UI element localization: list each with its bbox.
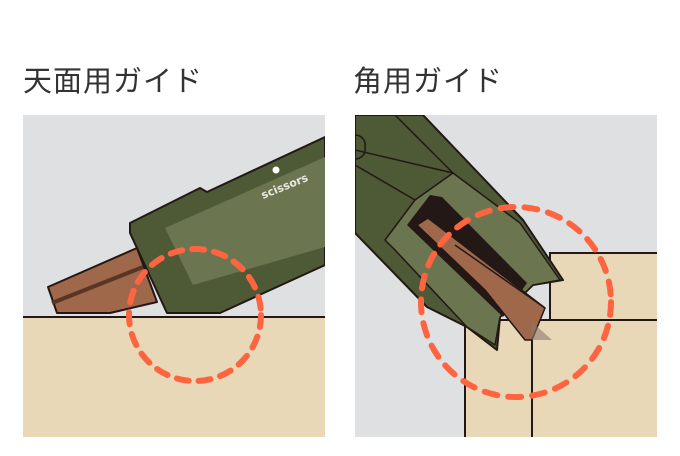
highlight-circle [126, 246, 264, 384]
blade-icon [416, 217, 552, 341]
top-surface-guide-title: 天面用ガイド [23, 64, 204, 98]
tabletop [23, 317, 325, 437]
corner-guide-illustration [355, 115, 657, 437]
scissors-body [355, 115, 564, 351]
top-surface-guide-illustration: scissors [23, 115, 325, 437]
box-corner [464, 252, 657, 437]
scissors-body: scissors [129, 136, 325, 314]
corner-guide-title: 角用ガイド [353, 64, 504, 98]
highlight-circle [418, 204, 614, 400]
